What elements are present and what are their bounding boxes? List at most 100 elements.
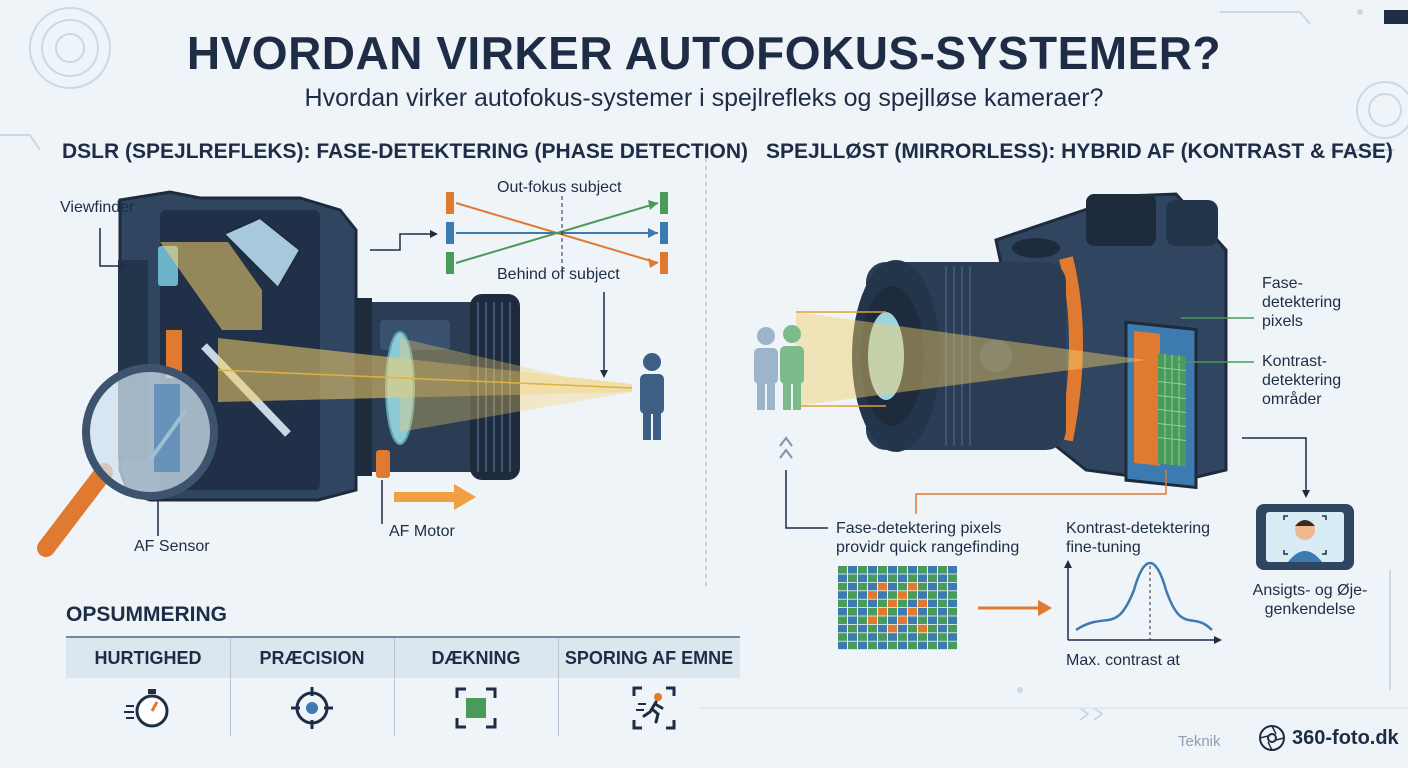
pixel-cell [938,616,947,624]
pixel-cell [918,633,927,641]
pixel-cell [948,591,957,599]
pixel-cell [938,624,947,633]
pixel-cell [928,591,937,599]
pixel-cell [898,641,907,650]
summary-col-precision: PRÆCISION [259,648,365,668]
page-subtitle: Hvordan virker autofokus-systemer i spej… [304,84,1104,112]
pixel-cell [858,582,867,591]
pixel-cell [928,616,937,624]
pixel-cell [928,641,937,650]
pixel-cell [848,566,857,574]
pixel-cell [948,624,957,633]
pixel-cell [878,591,887,599]
footer-category: Teknik [1178,733,1221,750]
face-recognition-label: Ansigts- og Øje- genkendelse [1252,582,1368,618]
summary-header-bar: HURTIGHED PRÆCISION DÆKNING SPORING AF E… [66,636,740,678]
pixel-cell [838,574,847,582]
pixel-cell [898,616,907,624]
pixel-cell [938,641,947,650]
mirrorless-diagram [754,192,1354,650]
phase-pixel-grid [838,566,957,650]
pixel-cell [918,599,927,608]
pixel-cell [868,633,877,641]
pixel-cell [928,633,937,641]
magnifier-icon [37,364,218,557]
phase-caption: Fase-detektering pixels providr quick ra… [836,520,1020,556]
pixel-cell [858,633,867,641]
pixel-cell [908,599,917,608]
pixel-cell [898,599,907,608]
pixel-cell [898,624,907,633]
pixel-cell [928,608,937,616]
pixel-cell [898,591,907,599]
pixel-cell [898,582,907,591]
pixel-cell [908,566,917,574]
pixel-cell [938,574,947,582]
pixel-cell [918,608,927,616]
contrast-caption: Kontrast-detektering fine-tuning [1066,520,1211,556]
pixel-cell [908,574,917,582]
pixel-cell [868,641,877,650]
pixel-cell [858,641,867,650]
pixel-cell [888,624,897,633]
pixel-cell [868,608,877,616]
brand-name: 360-foto.dk [1292,727,1399,749]
pixel-cell [888,608,897,616]
pixel-cell [938,591,947,599]
pixel-cell [868,591,877,599]
subject-tracking-icon [632,686,676,730]
pixel-cell [898,566,907,574]
af-motor-arrow [394,492,454,502]
pixel-cell [868,574,877,582]
pixel-cell [838,591,847,599]
pixel-cell [858,624,867,633]
contrast-curve-chart [1064,560,1222,644]
pixel-cell [908,624,917,633]
face-recognition-icon [1256,504,1354,570]
pixel-cell [948,608,957,616]
pixel-cell [928,582,937,591]
pixel-cell [918,574,927,582]
pixel-cell [858,574,867,582]
target-icon [291,687,333,729]
pixel-cell [948,641,957,650]
pixel-cell [918,616,927,624]
pentaprism-icon [222,216,302,290]
pixel-cell [928,566,937,574]
pixel-cell [938,582,947,591]
pixel-cell [858,599,867,608]
pixel-cell [838,616,847,624]
summary-col-coverage: DÆKNING [431,648,521,668]
pixel-cell [858,591,867,599]
pixel-cell [888,582,897,591]
pixel-cell [888,574,897,582]
pixel-cell [888,599,897,608]
pixel-cell [948,599,957,608]
contrast-areas-label: Kontrast- detektering områder [1262,353,1342,408]
pixel-cell [898,608,907,616]
pixel-cell [848,624,857,633]
pixel-cell [878,599,887,608]
pixel-cell [918,591,927,599]
pixel-cell [928,599,937,608]
pixel-cell [908,633,917,641]
pixel-cell [838,608,847,616]
pixel-cell [848,574,857,582]
viewfinder-label: Viewfinder [60,199,135,216]
pixel-cell [918,641,927,650]
pixel-cell [838,566,847,574]
stopwatch-icon [124,689,169,728]
pixel-cell [948,582,957,591]
pixel-cell [898,633,907,641]
pixel-cell [918,582,927,591]
pixel-cell [908,616,917,624]
max-contrast-label: Max. contrast at [1066,652,1180,669]
pixel-cell [948,574,957,582]
mirrorless-beam [796,312,1146,406]
summary-col-speed: HURTIGHED [94,648,202,668]
pixel-cell [878,624,887,633]
pixel-cell [928,574,937,582]
dslr-heading: DSLR (SPEJLREFLEKS): FASE-DETEKTERING (P… [62,140,749,163]
pixel-cell [898,574,907,582]
